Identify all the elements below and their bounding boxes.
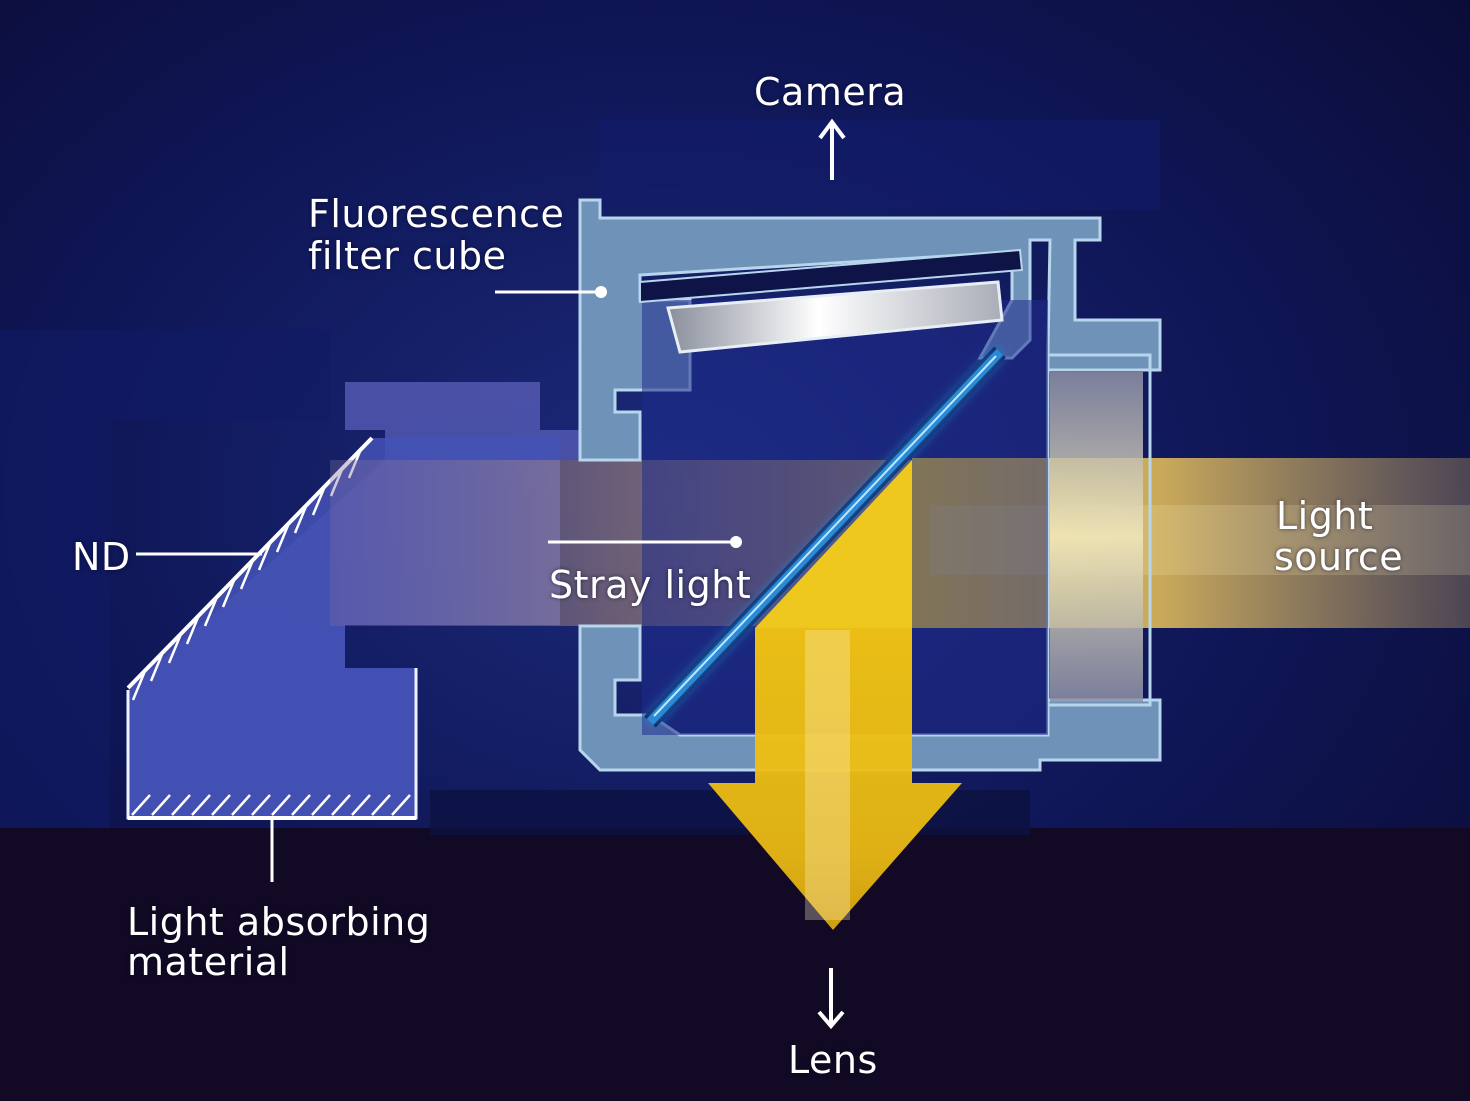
reflected-beam-core <box>755 460 912 628</box>
left-housing-silhouette <box>0 330 330 828</box>
light-source-label-line2: source <box>1274 535 1404 579</box>
leader-lines <box>136 286 742 882</box>
dichroic-mirror-edge <box>653 355 997 717</box>
nd-label: ND <box>72 535 131 579</box>
absorber-label-line1: Light absorbing <box>127 900 431 944</box>
camera-arrow-up <box>818 118 846 180</box>
light-source-label-line1: Light <box>1276 494 1374 538</box>
reflected-beam-highlight <box>805 630 850 920</box>
lens-arrow-down <box>817 968 845 1030</box>
background-lower-band <box>0 828 1470 1101</box>
emission-filter-glass <box>666 280 1004 354</box>
filter-cube-label-line2: filter cube <box>308 234 507 278</box>
lens-label: Lens <box>788 1038 878 1082</box>
nd-hatching <box>131 448 363 701</box>
collector-lens <box>1050 372 1143 702</box>
stray-light-label: Stray light <box>549 563 752 607</box>
absorber-hatching <box>131 794 411 816</box>
absorber-label-line2: material <box>127 940 290 984</box>
reflected-beam-arrow <box>708 628 962 930</box>
filter-cube-label-line1: Fluorescence <box>308 192 565 236</box>
emission-filter-frame <box>639 248 1024 304</box>
camera-label: Camera <box>754 70 907 114</box>
top-housing-silhouette <box>600 120 1160 210</box>
